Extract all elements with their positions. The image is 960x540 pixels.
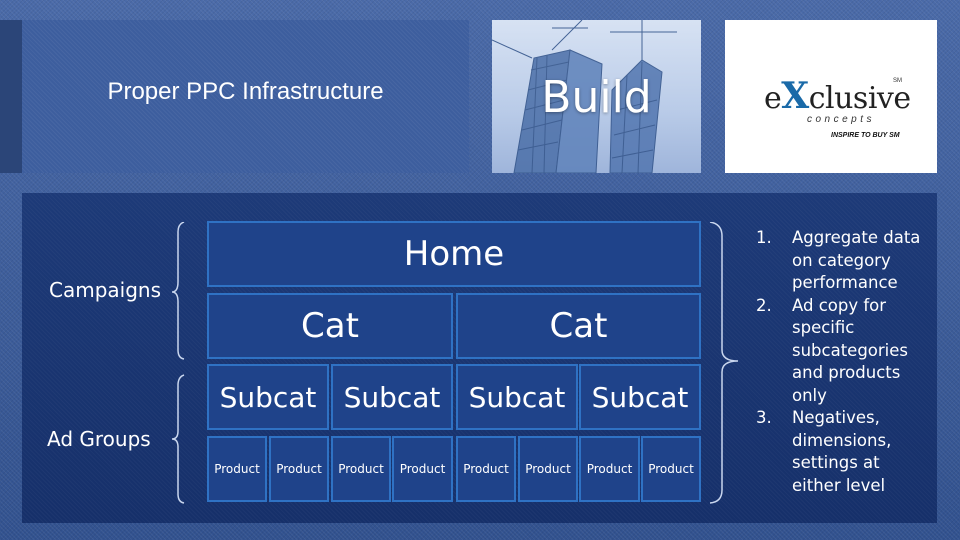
product-box-6: Product [518,436,578,502]
build-image: Build [492,20,701,173]
subcat-box-3: Subcat [456,364,578,430]
product-box-8: Product [641,436,701,502]
home-box: Home [207,221,701,287]
list-item: 1. Aggregate data on category performanc… [756,227,926,295]
notes-list: 1. Aggregate data on category performanc… [756,227,926,497]
product-box-5: Product [456,436,516,502]
subcat-box-4: Subcat [579,364,701,430]
product-box-1: Product [207,436,267,502]
construction-building-icon [492,20,677,173]
logo-tagline: INSPIRE TO BUY SM [831,132,900,139]
subcat-box-1: Subcat [207,364,329,430]
note-number: 2. [756,295,772,315]
right-brace-icon [709,222,739,504]
note-text: Ad copy for specific subcategories and p… [792,295,909,405]
note-text: Aggregate data on category performance [792,228,921,292]
campaigns-label: Campaigns [49,278,162,302]
cat-box-1: Cat [207,293,453,359]
product-box-4: Product [392,436,453,502]
slide-title: Proper PPC Infrastructure [107,77,384,105]
left-accent-strip [0,20,22,173]
build-label: Build [541,72,652,123]
left-brace-icon [172,222,185,504]
list-item: 3. Negatives, dimensions, settings at ei… [756,407,926,497]
list-item: 2. Ad copy for specific subcategories an… [756,295,926,408]
ad-groups-label: Ad Groups [47,427,151,451]
logo-concepts: concepts [807,114,876,125]
note-number: 1. [756,228,772,247]
note-text: Negatives, dimensions, settings at eithe… [792,408,892,495]
note-number: 3. [756,408,772,427]
company-logo: eXclusive SM concepts INSPIRE TO BUY SM [725,20,937,173]
logo-wordmark: eXclusive [764,75,911,117]
product-box-3: Product [331,436,391,502]
product-box-7: Product [579,436,640,502]
cat-box-2: Cat [456,293,701,359]
logo-sm-mark: SM [893,78,902,84]
subcat-box-2: Subcat [331,364,453,430]
title-panel: Proper PPC Infrastructure [22,20,469,173]
product-box-2: Product [269,436,329,502]
